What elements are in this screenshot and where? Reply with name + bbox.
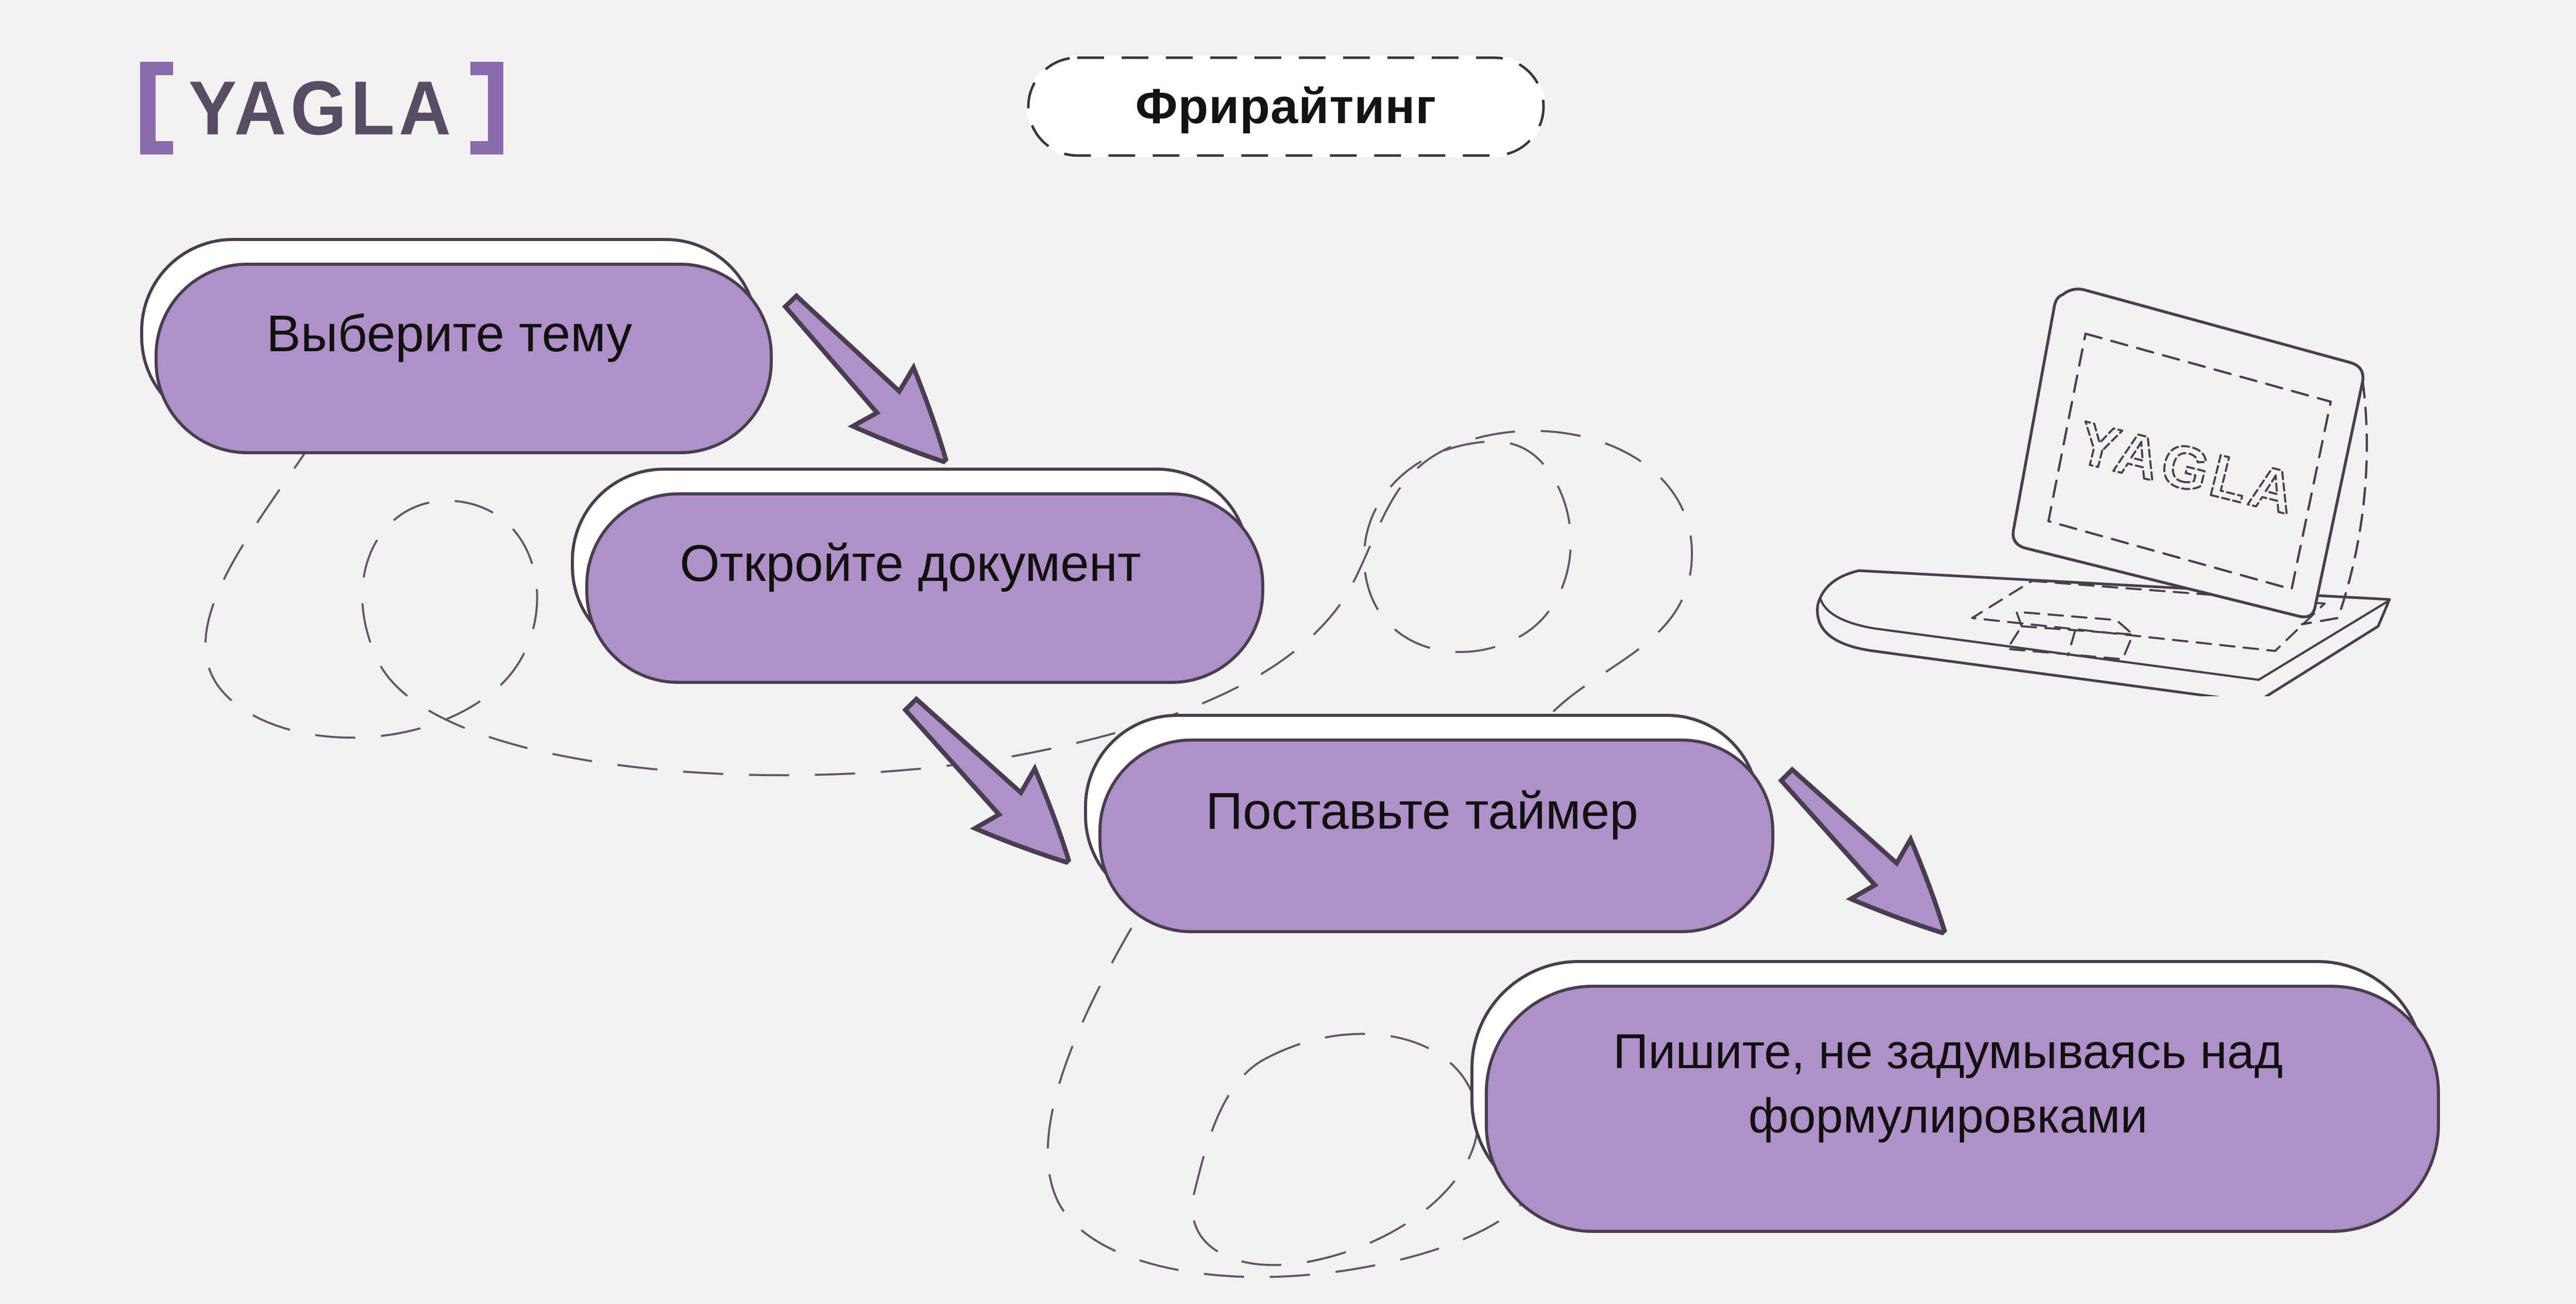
page-title: Фрирайтинг — [1135, 79, 1437, 134]
step-label: Пишите, не задумываясь над формулировкам… — [1613, 1024, 2283, 1143]
step-label: Выберите тему — [266, 304, 633, 363]
step-pill-choose-topic: Выберите тему — [140, 238, 758, 430]
title-pill-dashed-border — [1027, 56, 1545, 157]
step-pill-write-freely: Пишите, не задумываясь над формулировкам… — [1470, 960, 2426, 1208]
squiggle-bottom-arc — [1046, 928, 1542, 1278]
flow-arrow-2 — [881, 675, 1097, 891]
brand-logo: YAGLA — [140, 61, 504, 156]
brand-logo-text: YAGLA — [189, 65, 455, 151]
flow-arrow-3 — [1757, 745, 1973, 962]
logo-bracket-left-icon — [140, 62, 173, 155]
step-label: Откройте документ — [680, 534, 1141, 592]
squiggle-middle-loop — [1363, 440, 1572, 653]
squiggle-left — [204, 430, 1693, 777]
squiggle-bottom-loop — [1191, 1033, 1479, 1266]
step-label: Поставьте таймер — [1206, 782, 1638, 840]
step-pill-set-timer: Поставьте таймер — [1084, 714, 1760, 908]
step-pill-open-document: Откройте документ — [571, 468, 1250, 659]
flow-arrow-1 — [760, 272, 975, 490]
laptop-illustration: YAGLA — [1816, 287, 2391, 696]
freewriting-title-pill: Фрирайтинг — [1026, 56, 1546, 158]
logo-bracket-right-icon — [470, 62, 504, 155]
